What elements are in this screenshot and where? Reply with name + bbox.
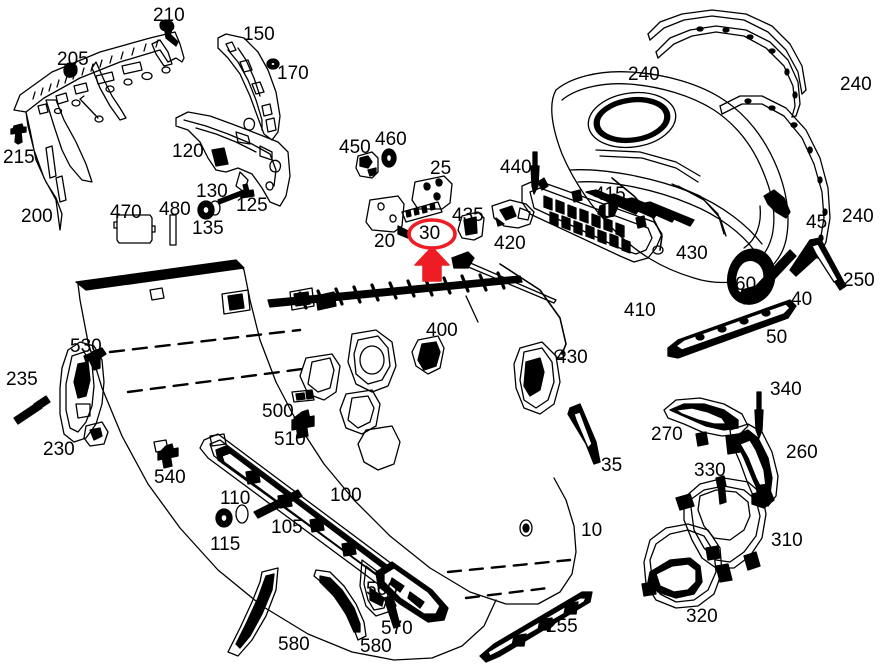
callout-205: 205 — [57, 49, 89, 70]
callout-240: 240 — [628, 64, 660, 85]
callout-110: 110 — [220, 488, 251, 509]
callout-250: 250 — [843, 270, 875, 291]
callout-570: 570 — [381, 618, 413, 639]
callout-310: 310 — [771, 530, 803, 551]
callout-460: 460 — [375, 129, 407, 150]
callout-215: 215 — [3, 147, 35, 168]
callout-45: 45 — [806, 212, 828, 233]
callout-260: 260 — [786, 442, 818, 463]
callout-540: 540 — [154, 467, 186, 488]
callout-510: 510 — [274, 429, 306, 450]
callout-10: 10 — [581, 520, 603, 541]
callout-530: 530 — [70, 336, 102, 357]
callout-255: 255 — [546, 616, 578, 637]
callout-100: 100 — [330, 485, 362, 506]
callout-430: 430 — [676, 243, 708, 264]
callout-125: 125 — [236, 195, 268, 216]
callout-115: 115 — [210, 534, 241, 555]
callout-400: 400 — [426, 320, 458, 341]
callout-420: 420 — [494, 233, 526, 254]
callout-470: 470 — [110, 202, 142, 223]
callout-210: 210 — [153, 5, 185, 26]
callout-135: 135 — [192, 218, 224, 239]
callout-330: 330 — [694, 460, 726, 481]
callout-430: 430 — [556, 347, 588, 368]
highlighted-part-number: 30 — [419, 223, 441, 244]
callout-240: 240 — [840, 74, 872, 95]
callout-25: 25 — [430, 158, 452, 179]
callout-480: 480 — [159, 199, 191, 220]
callout-50: 50 — [766, 327, 788, 348]
callout-580: 580 — [360, 636, 392, 657]
callout-440: 440 — [500, 157, 532, 178]
callout-20: 20 — [374, 231, 396, 252]
callout-580: 580 — [278, 634, 310, 655]
callout-340: 340 — [770, 379, 802, 400]
callout-120: 120 — [172, 141, 204, 162]
callout-435: 435 — [452, 205, 484, 226]
callout-130: 130 — [196, 181, 228, 202]
callout-150: 150 — [243, 24, 275, 45]
callout-60: 60 — [735, 274, 757, 295]
callout-500: 500 — [262, 401, 294, 422]
callout-415: 415 — [594, 184, 626, 205]
callout-35: 35 — [601, 455, 623, 476]
callout-450: 450 — [339, 137, 371, 158]
callout-235: 235 — [6, 369, 38, 390]
callout-240: 240 — [842, 206, 874, 227]
callout-320: 320 — [686, 606, 718, 627]
callout-560: 560 — [366, 579, 398, 600]
callout-170: 170 — [277, 63, 309, 84]
callout-40: 40 — [791, 289, 813, 310]
callout-230: 230 — [43, 439, 75, 460]
callout-410: 410 — [624, 300, 656, 321]
callout-270: 270 — [651, 424, 683, 445]
callout-105: 105 — [271, 517, 303, 538]
callout-200: 200 — [21, 206, 53, 227]
